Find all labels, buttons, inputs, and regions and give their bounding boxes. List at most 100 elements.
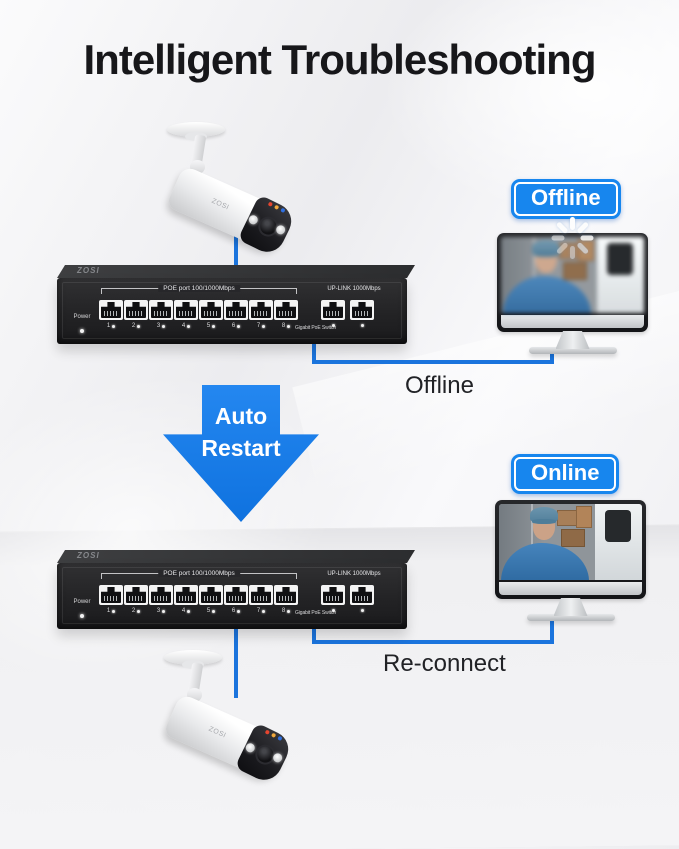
rj45-port-icon bbox=[274, 300, 298, 320]
port-number: 6 bbox=[232, 323, 241, 329]
switch-model-label: Gigabit PoE Switch bbox=[295, 610, 336, 616]
poe-port-cell: 8 bbox=[274, 585, 298, 614]
camera-face bbox=[237, 194, 298, 258]
port-led bbox=[187, 609, 191, 613]
poe-port-cell: 5 bbox=[199, 585, 223, 614]
monitor-base bbox=[526, 614, 615, 621]
rj45-port-icon bbox=[224, 300, 248, 320]
scene-man-cap bbox=[530, 507, 558, 524]
monitor-chin bbox=[499, 582, 642, 595]
poe-port-cell: 7 bbox=[249, 300, 273, 329]
switch-panel-outline bbox=[62, 282, 402, 339]
port-number: 2 bbox=[132, 323, 141, 329]
poe-switch-top: ZOSI Power POE port 100/1000Mbps 1 2 3 bbox=[57, 265, 417, 344]
port-number: 2 bbox=[132, 608, 141, 614]
power-indicator: Power bbox=[67, 599, 97, 623]
camera-view-live bbox=[499, 504, 642, 580]
port-led bbox=[112, 324, 116, 328]
port-led bbox=[137, 324, 141, 328]
port-led bbox=[237, 324, 241, 328]
uplink-port-cell bbox=[321, 300, 345, 327]
camera-status-led bbox=[280, 207, 286, 214]
port-number: 1 bbox=[107, 608, 116, 614]
power-led bbox=[80, 329, 84, 333]
scene-box bbox=[563, 262, 587, 280]
switch-top-face: ZOSI bbox=[57, 265, 415, 278]
port-led bbox=[162, 609, 166, 613]
camera-status-led bbox=[267, 201, 274, 207]
ethernet-cable-switch-to-monitor bbox=[550, 620, 554, 644]
monitor-stand bbox=[553, 598, 588, 616]
port-number: 6 bbox=[232, 608, 241, 614]
ethernet-cable-switch-to-monitor bbox=[312, 360, 554, 364]
port-led bbox=[262, 324, 266, 328]
rj45-port-icon bbox=[124, 585, 148, 605]
offline-badge-label: Offline bbox=[514, 182, 618, 216]
monitor-frame bbox=[495, 500, 646, 599]
poe-port-cell: 7 bbox=[249, 585, 273, 614]
uplink-group-label: UP-LINK 1000Mbps bbox=[327, 286, 381, 292]
port-led bbox=[162, 324, 166, 328]
rj45-port-icon bbox=[124, 300, 148, 320]
camera-status-led bbox=[273, 204, 280, 210]
poe-group-bracket: POE port 100/1000Mbps bbox=[101, 285, 297, 294]
camera-status-led bbox=[270, 732, 277, 738]
port-number: 4 bbox=[182, 323, 191, 329]
switch-top-face: ZOSI bbox=[57, 550, 415, 563]
port-number: 8 bbox=[282, 608, 291, 614]
ethernet-cable-switch-to-monitor bbox=[550, 351, 554, 364]
poe-group-bracket: POE port 100/1000Mbps bbox=[101, 570, 297, 579]
uplink-port-row bbox=[321, 300, 374, 327]
camera-body: ZOSI bbox=[165, 164, 298, 258]
port-number: 1 bbox=[107, 323, 116, 329]
rj45-uplink-port-icon bbox=[321, 300, 345, 320]
switch-front-panel: Power POE port 100/1000Mbps 1 2 3 4 bbox=[57, 563, 407, 629]
auto-restart-arrow: Auto Restart bbox=[163, 385, 319, 522]
arrow-label-restart: Restart bbox=[201, 435, 281, 461]
ip-camera-bottom: ZOSI bbox=[160, 650, 310, 786]
ethernet-cable-camera-to-switch bbox=[234, 215, 238, 273]
poe-port-cell: 8 bbox=[274, 300, 298, 329]
port-number: 3 bbox=[157, 323, 166, 329]
rj45-port-icon bbox=[174, 300, 198, 320]
rj45-uplink-port-icon bbox=[321, 585, 345, 605]
monitor-offline bbox=[497, 216, 648, 354]
power-indicator: Power bbox=[67, 314, 97, 338]
offline-badge: Offline bbox=[511, 179, 621, 219]
uplink-port-led bbox=[331, 324, 335, 327]
poe-switch-bottom: ZOSI Power POE port 100/1000Mbps 1 2 3 bbox=[57, 550, 417, 629]
scene-box bbox=[576, 506, 592, 528]
scene-delivery-van bbox=[596, 237, 644, 313]
camera-brand-label: ZOSI bbox=[207, 725, 228, 740]
port-number: 3 bbox=[157, 608, 166, 614]
poe-port-cell: 2 bbox=[124, 585, 148, 614]
monitor-frame bbox=[497, 216, 648, 332]
poe-port-cell: 5 bbox=[199, 300, 223, 329]
ethernet-cable-switch-to-monitor bbox=[312, 342, 316, 364]
rj45-port-icon bbox=[99, 585, 123, 605]
rj45-uplink-port-icon bbox=[350, 300, 374, 320]
uplink-group-label: UP-LINK 1000Mbps bbox=[327, 571, 381, 577]
ip-camera-top: ZOSI bbox=[163, 122, 313, 258]
port-number: 5 bbox=[207, 323, 216, 329]
port-led bbox=[137, 609, 141, 613]
power-led bbox=[80, 614, 84, 618]
poe-port-cell: 3 bbox=[149, 585, 173, 614]
switch-front-panel: Power POE port 100/1000Mbps 1 2 3 4 bbox=[57, 278, 407, 344]
power-label: Power bbox=[73, 599, 91, 605]
rj45-port-icon bbox=[199, 585, 223, 605]
rj45-port-icon bbox=[99, 300, 123, 320]
rj45-port-icon bbox=[224, 585, 248, 605]
port-led bbox=[112, 609, 116, 613]
camera-status-led bbox=[277, 735, 283, 742]
port-led bbox=[187, 324, 191, 328]
switch-brand-logo: ZOSI bbox=[77, 266, 100, 275]
port-led bbox=[212, 324, 216, 328]
power-label: Power bbox=[73, 314, 91, 320]
switch-model-label: Gigabit PoE Switch bbox=[295, 325, 336, 331]
rj45-port-icon bbox=[174, 585, 198, 605]
port-number: 4 bbox=[182, 608, 191, 614]
ethernet-cable-switch-to-camera bbox=[234, 628, 238, 698]
uplink-port-cell bbox=[350, 585, 374, 612]
